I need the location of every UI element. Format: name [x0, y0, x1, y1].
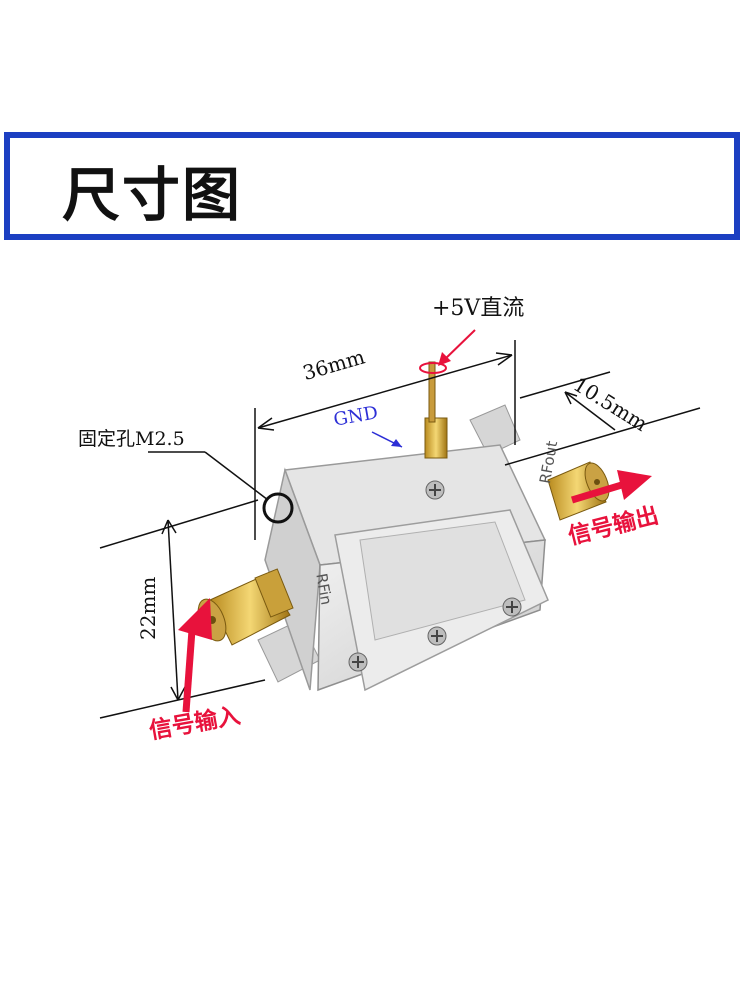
power-terminal: [419, 361, 448, 459]
dimension-10-5mm: [504, 371, 701, 466]
mount-hole-callout: [148, 451, 294, 524]
title-frame: 尺寸图: [4, 132, 740, 240]
dimension-22mm: [99, 499, 266, 719]
gnd-arrow: [371, 431, 403, 448]
mount-flange-right: [469, 404, 521, 456]
signal-input-arrow: [178, 598, 212, 713]
page-title: 尺寸图: [62, 161, 243, 229]
screw-icon: [425, 480, 445, 500]
module-body-front: [264, 467, 321, 691]
signal-output-arrow: [570, 470, 652, 504]
screw-icon: [427, 626, 447, 646]
height-label: 22mm: [136, 576, 160, 640]
screw-icon: [348, 652, 368, 672]
screw-icon: [502, 597, 522, 617]
power-arrow: [438, 329, 476, 366]
module-label-plate: [359, 521, 526, 641]
power-label: +5V直流: [432, 296, 525, 321]
mount-hole-label: 固定孔M2.5: [78, 428, 185, 450]
dimension-36mm: [254, 340, 516, 540]
